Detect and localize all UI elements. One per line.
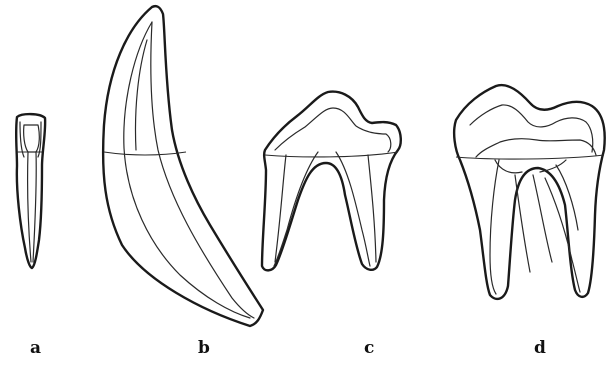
- tooth-c-enamel-line: [275, 108, 391, 152]
- tooth-b-pulp-outer: [124, 22, 250, 318]
- tooth-d-cej: [456, 155, 604, 159]
- tooth-c-cej: [265, 152, 398, 157]
- panel-label-d: d: [534, 340, 546, 357]
- panel-label-c: c: [364, 340, 374, 357]
- tooth-d-enamel-line: [470, 105, 593, 152]
- tooth-c-drawing: [262, 92, 401, 271]
- tooth-b-cej: [104, 152, 186, 155]
- panel-label-b: b: [198, 340, 210, 357]
- tooth-a-pulp-chamber: [24, 125, 40, 152]
- panel-label-a: a: [30, 340, 41, 357]
- tooth-a-drawing: [16, 114, 45, 268]
- tooth-c-pulp-distal: [336, 152, 376, 266]
- tooth-d-pulp-chamber: [476, 139, 596, 157]
- tooth-d-drawing: [454, 85, 605, 299]
- tooth-a-root-canal: [28, 152, 37, 262]
- tooth-b-drawing: [103, 6, 263, 326]
